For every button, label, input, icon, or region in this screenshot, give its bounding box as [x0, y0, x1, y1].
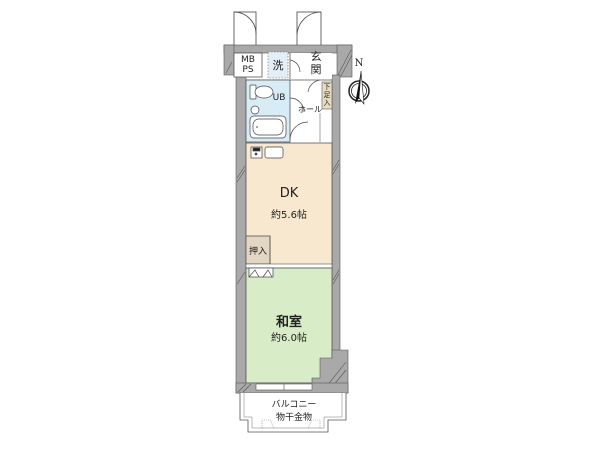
mbps-line1: MB	[241, 55, 255, 65]
mbps-line2: PS	[242, 65, 254, 75]
balcony-label: バルコニー	[271, 400, 317, 410]
compass-arrow-icon	[348, 70, 370, 105]
north-compass: N	[344, 58, 374, 110]
washitsu-size: 約6.0帖	[271, 333, 307, 344]
entrance-label: 玄関	[310, 50, 322, 76]
closet-label: 押入	[248, 247, 267, 257]
hall-label: ホール	[298, 105, 322, 114]
dk-size: 約5.6帖	[271, 210, 307, 221]
laundry-label: 洗	[272, 59, 284, 72]
washitsu-name: 和室	[275, 315, 302, 330]
mbps-label: MB PS	[234, 55, 262, 75]
dk-name: DK	[279, 186, 299, 201]
shoe-closet-label: 下足入	[323, 83, 331, 107]
north-label: N	[354, 58, 364, 69]
balcony-sub-label: 物干金物	[275, 413, 312, 423]
bath-label: UB	[272, 93, 286, 103]
